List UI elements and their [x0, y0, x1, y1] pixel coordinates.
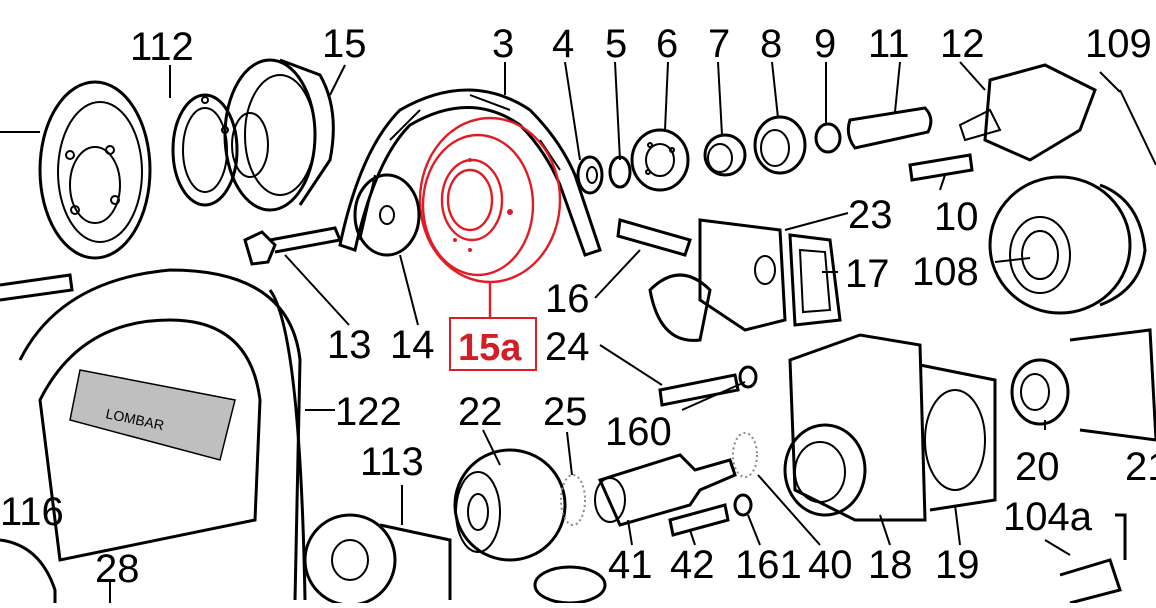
part-bushing-7	[703, 133, 747, 177]
callout-109: 109	[1085, 22, 1152, 66]
callout-17: 17	[845, 252, 890, 296]
callout-16: 16	[545, 277, 590, 321]
part-bolt-24	[658, 373, 740, 407]
callout-20: 20	[1015, 445, 1060, 489]
part-bolt-left	[0, 273, 74, 302]
callout-40: 40	[808, 543, 853, 587]
callout-14: 14	[390, 323, 435, 367]
part-bearing-6	[630, 128, 690, 192]
callout-6: 6	[656, 22, 678, 66]
callout-15a: 15a	[458, 327, 522, 369]
callout-41: 41	[608, 543, 653, 587]
part-pulley-15	[223, 58, 335, 212]
callout-23: 23	[848, 193, 893, 237]
callout-21: 21	[1125, 445, 1156, 489]
callout-24: 24	[545, 325, 590, 369]
callout-122: 122	[335, 390, 402, 434]
part-pin-11	[846, 106, 933, 150]
callout-13: 13	[327, 323, 372, 367]
part-washer-161	[733, 493, 753, 517]
callout-8: 8	[760, 22, 782, 66]
callout-19: 19	[935, 543, 980, 587]
part-washer-160	[738, 365, 758, 389]
part-pulley-113	[303, 513, 452, 607]
highlight-box-15a	[449, 317, 537, 371]
leader-lines	[109, 61, 1121, 603]
callout-42: 42	[670, 543, 715, 587]
callout-28: 28	[95, 547, 140, 591]
callout-3: 3	[492, 22, 514, 66]
part-oring-25	[560, 474, 586, 526]
part-highlighted-15a	[418, 116, 562, 318]
callout-25: 25	[543, 390, 588, 434]
callout-12: 12	[940, 22, 985, 66]
part-bracket-12	[958, 63, 1097, 162]
callout-5: 5	[605, 22, 627, 66]
callout-18: 18	[868, 543, 913, 587]
part-ring-5	[608, 155, 632, 189]
part-seal-4	[576, 155, 604, 195]
part-bolt-42	[668, 503, 730, 537]
part-belt-3	[338, 88, 602, 257]
part-impeller-20	[1010, 328, 1156, 442]
part-pipe-104a	[1059, 513, 1127, 605]
part-gasket-17	[788, 233, 842, 327]
callout-116: 116	[0, 490, 64, 534]
callout-15: 15	[322, 22, 367, 66]
part-elbow-23	[648, 218, 787, 342]
part-shaft-41	[594, 453, 737, 527]
part-pump-housing-18	[783, 333, 927, 522]
callout-11: 11	[868, 22, 910, 66]
part-sprocket-22	[453, 448, 567, 562]
part-pulley-112	[0, 80, 152, 260]
part-screw-10	[908, 153, 974, 182]
part-ring-9	[814, 122, 842, 154]
part-oring-40	[732, 432, 758, 478]
part-pulley-108	[988, 89, 1156, 315]
part-gasket-19	[919, 363, 997, 512]
part-ring-28	[533, 565, 607, 605]
callout-113: 113	[360, 440, 424, 484]
part-bracket-116	[0, 538, 57, 603]
callout-10: 10	[934, 195, 979, 239]
callout-9: 9	[814, 22, 836, 66]
part-bearing-8	[753, 115, 807, 175]
part-bolt-16	[616, 218, 692, 257]
callout-104a: 104a	[1003, 495, 1093, 539]
callout-22: 22	[458, 390, 503, 434]
callout-4: 4	[552, 22, 574, 66]
callout-7: 7	[708, 22, 730, 66]
part-bolt-13	[243, 226, 343, 266]
callout-160: 160	[605, 410, 672, 454]
part-washer-14	[353, 173, 421, 257]
callout-labels: 112 15 3 4 5 6 7 8 9 11 12 109 23 10 17 …	[0, 22, 1156, 591]
part-cover-122	[18, 268, 307, 601]
callout-108: 108	[912, 250, 979, 294]
callout-112: 112	[130, 25, 194, 69]
callout-161: 161	[735, 543, 802, 587]
